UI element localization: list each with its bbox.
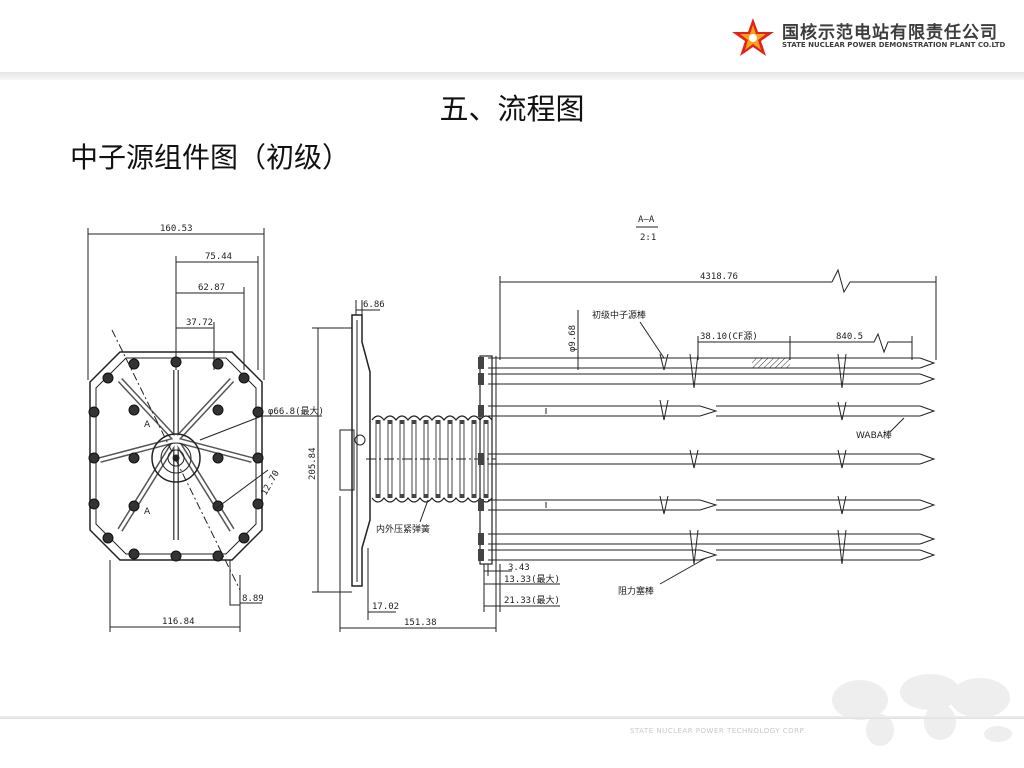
front-view: 160.53 75.44 62.87 37.72	[87, 224, 324, 632]
world-map-watermark	[832, 674, 1012, 746]
dim-62: 62.87	[198, 283, 225, 293]
dim-diameter: φ66.8(最大)	[268, 405, 324, 417]
logo-star-icon	[732, 18, 774, 56]
section-title: A—A	[638, 215, 655, 225]
dim-top: 6.86	[363, 300, 385, 310]
footer-company-text: STATE NUCLEAR POWER TECHNOLOGY CORP.	[630, 727, 806, 735]
header-divider	[0, 72, 1024, 80]
thimble-plug-rod-label: 阻力塞棒	[618, 585, 654, 597]
footer-divider	[0, 716, 1024, 719]
dim-1333: 13.33(最大)	[504, 573, 560, 585]
dim-75: 75.44	[205, 252, 232, 262]
section-marker-a-bottom: A	[144, 507, 151, 517]
dim-rod-diameter: φ9.68	[568, 325, 578, 352]
company-logo: 国核示范电站有限责任公司 STATE NUCLEAR POWER DEMONST…	[728, 16, 1018, 60]
logo-english-name: STATE NUCLEAR POWER DEMONSTRATION PLANT …	[782, 41, 1006, 49]
dim-37: 37.72	[186, 318, 213, 328]
dim-343: 3.43	[508, 563, 530, 573]
dim-cf-source: 38.10(CF源)	[700, 331, 758, 342]
dim-151: 151.38	[404, 618, 437, 628]
section-scale: 2:1	[640, 233, 656, 243]
dim-2133: 21.33(最大)	[504, 594, 560, 606]
waba-rod-label: WABA棒	[856, 429, 892, 441]
rods-view: A—A 2:1 4318.76 φ9.68 初级中子源棒 38.10(CF源) …	[478, 215, 937, 612]
dim-total: 4318.76	[700, 272, 738, 282]
dim-height: 205.84	[308, 447, 318, 480]
side-view: 6.86 205.84 内外压紧弹簧 17.02 151.38	[308, 300, 497, 632]
primary-source-rod-label: 初级中子源棒	[592, 309, 646, 321]
dim-overall-width: 160.53	[160, 224, 193, 234]
section-marker-a-top: A	[144, 420, 151, 430]
slide-title: 五、流程图	[439, 92, 585, 126]
spring-label: 内外压紧弹簧	[376, 523, 430, 535]
logo-chinese-name: 国核示范电站有限责任公司	[782, 23, 998, 43]
slide-subtitle: 中子源组件图（初级）	[70, 141, 351, 174]
dim-17: 17.02	[372, 602, 399, 612]
dim-116: 116.84	[162, 617, 195, 627]
dim-840: 840.5	[836, 332, 863, 342]
dim-8: 8.89	[242, 594, 264, 604]
